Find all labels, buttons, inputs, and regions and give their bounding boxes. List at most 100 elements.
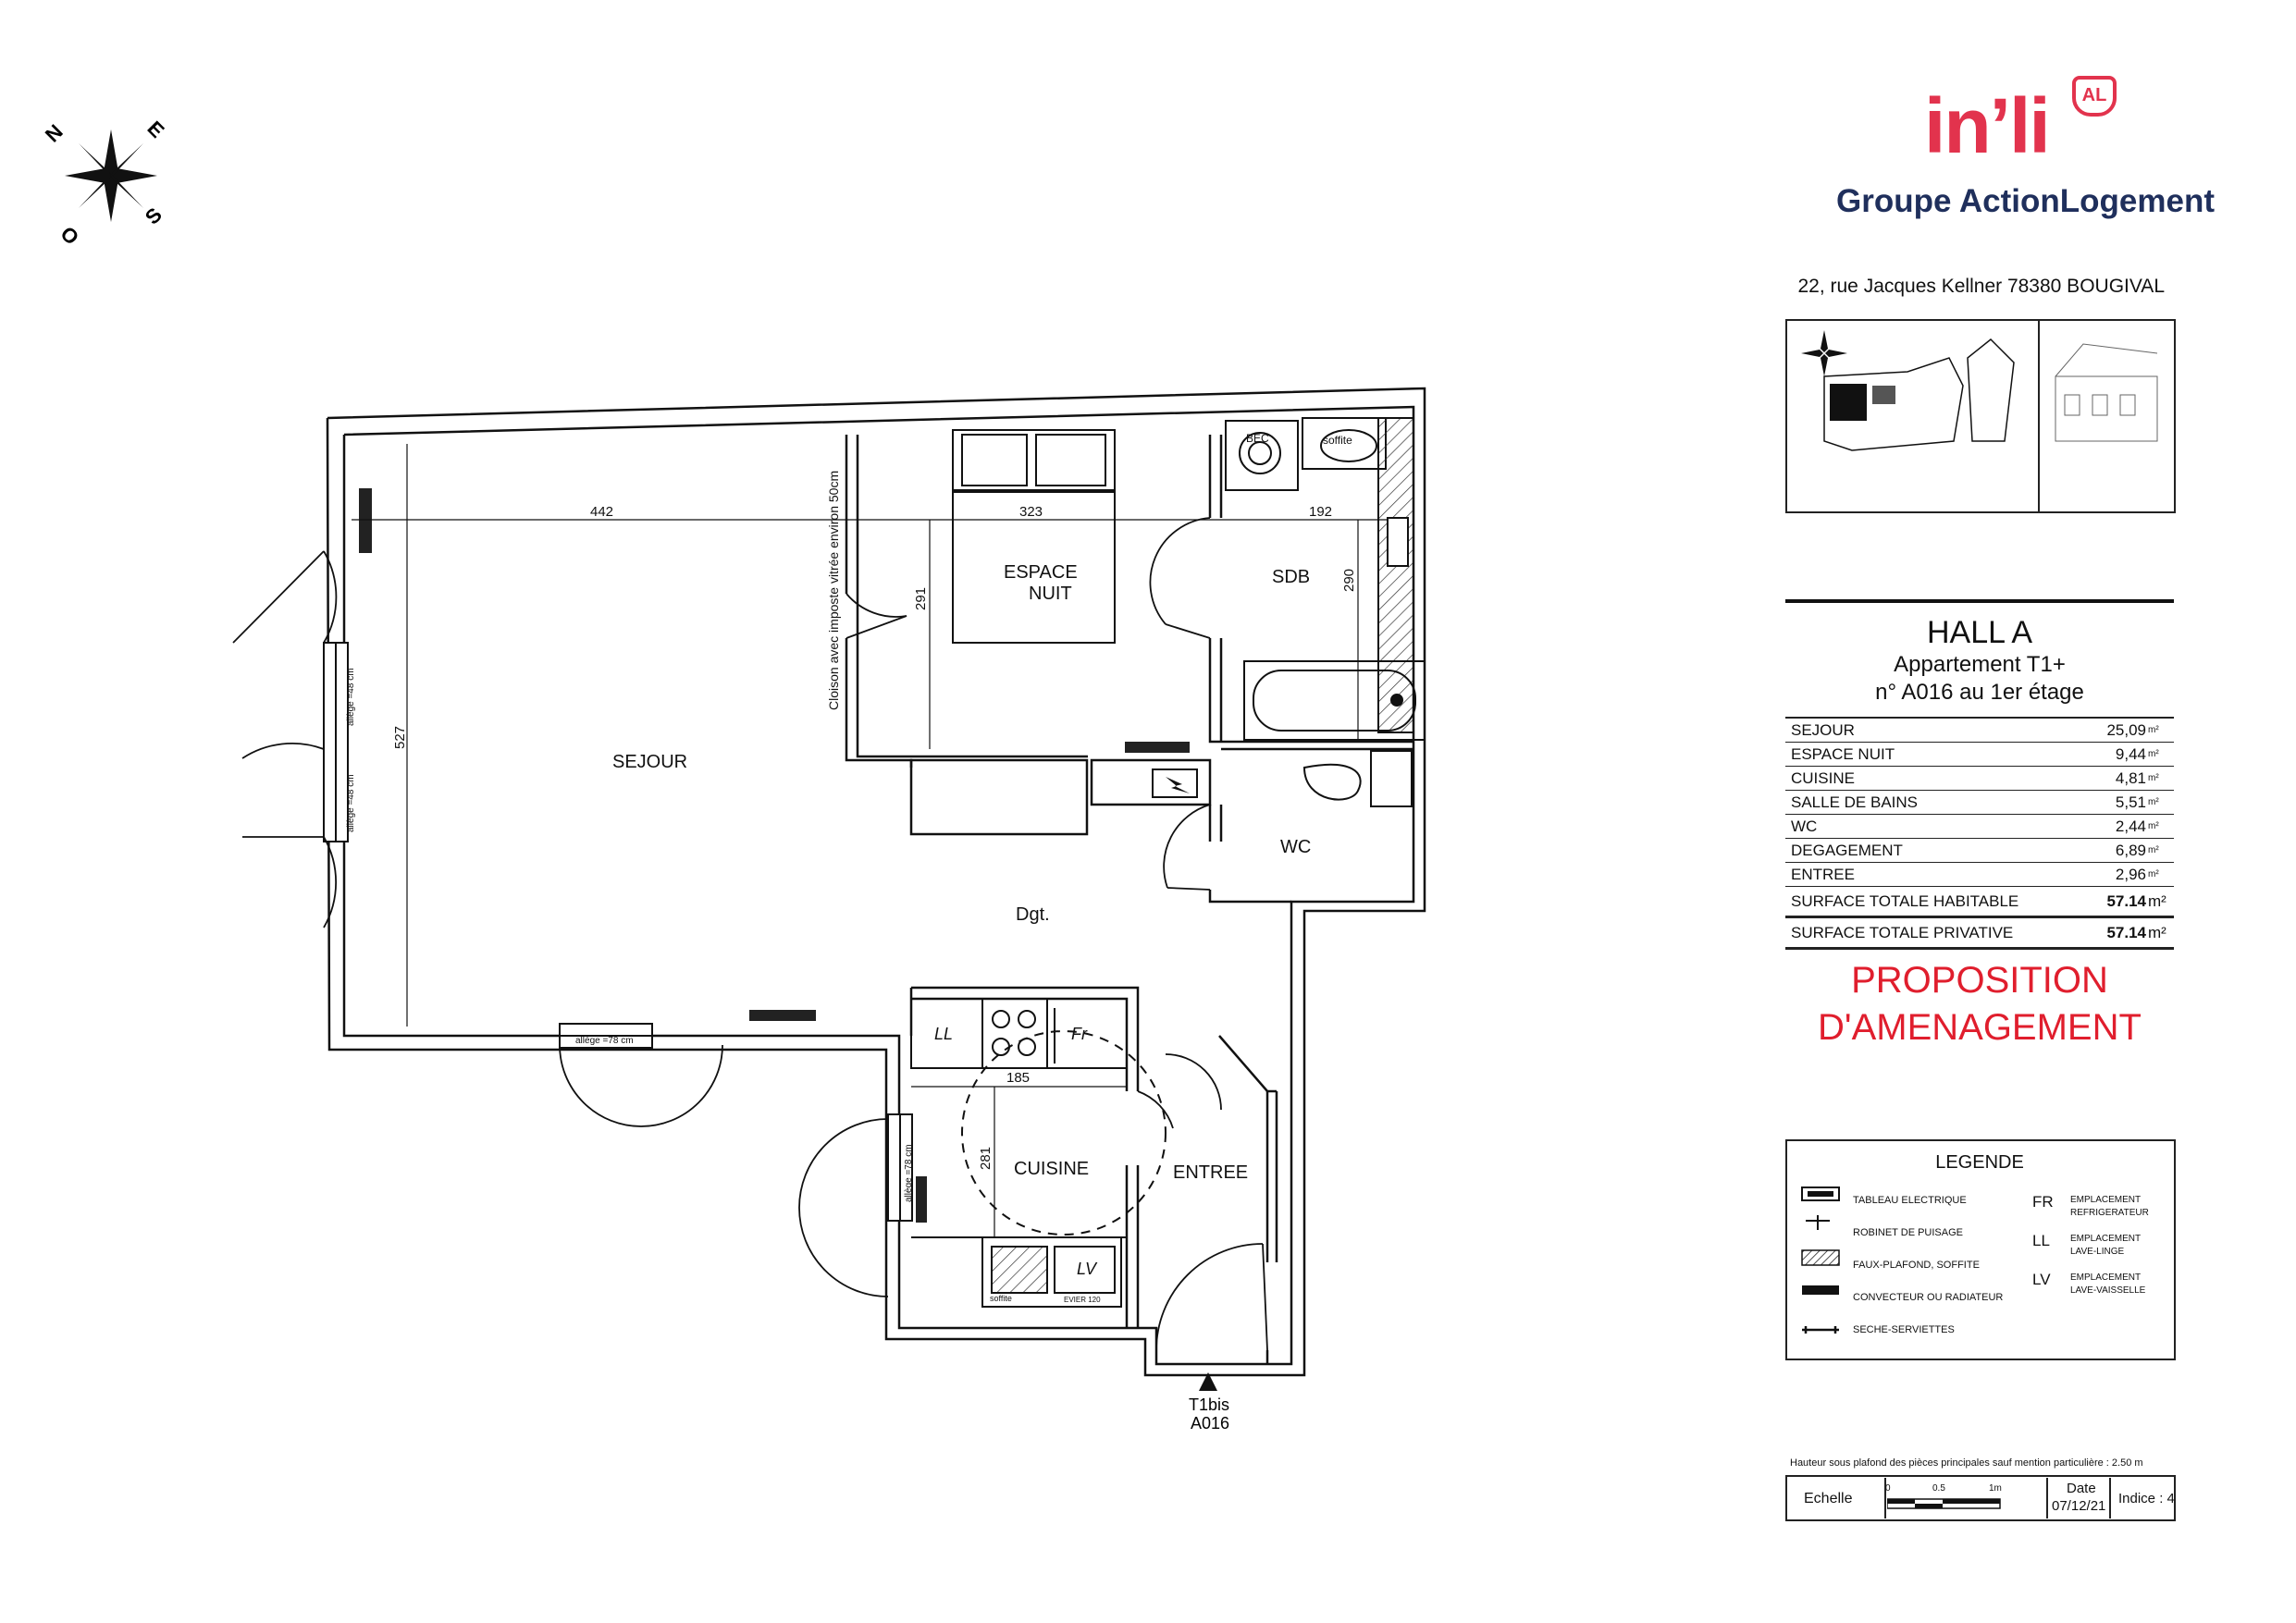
room-label-wc: WC bbox=[1280, 837, 1311, 857]
dimension-192: 192 bbox=[1309, 504, 1332, 520]
entry-code-line2: A016 bbox=[1191, 1414, 1229, 1432]
dimension-281: 281 bbox=[978, 1147, 994, 1170]
water-tap-icon bbox=[1806, 1215, 1830, 1230]
room-label-dgt: Dgt. bbox=[1016, 904, 1050, 925]
area-unit: m² bbox=[2148, 742, 2174, 767]
legend-code-line1: EMPLACEMENT bbox=[2070, 1234, 2142, 1244]
table-row: ESPACE NUIT 9,44 m² bbox=[1785, 742, 2174, 767]
proposal-heading: PROPOSITION D'AMENAGEMENT bbox=[1785, 957, 2174, 1051]
site-compass-icon bbox=[1801, 330, 1847, 376]
electrical-panel-icon bbox=[1801, 1187, 1840, 1201]
date-value: 07/12/21 bbox=[2052, 1498, 2106, 1514]
entry-marker: T1bis A016 bbox=[1189, 1372, 1229, 1432]
location-thumbnails bbox=[1785, 319, 2176, 513]
area-unit: m² bbox=[2148, 886, 2174, 917]
sink-label: EVIER 120 bbox=[1064, 1296, 1101, 1304]
brand-logo: in’li bbox=[1924, 81, 2051, 171]
room-name: SEJOUR bbox=[1785, 718, 2085, 743]
legend-code-line1: EMPLACEMENT bbox=[2070, 1273, 2142, 1283]
sill-note-3: allège =78 cm bbox=[575, 1036, 634, 1046]
entry-code-line1: T1bis bbox=[1189, 1396, 1229, 1414]
site-address: 22, rue Jacques Kellner 78380 BOUGIVAL bbox=[1797, 276, 2165, 297]
ceiling-height-note: Hauteur sous plafond des pièces principa… bbox=[1790, 1457, 2143, 1469]
brand-badge-label: AL bbox=[2081, 85, 2107, 105]
dimension-291: 291 bbox=[913, 587, 929, 610]
table-row: DEGAGEMENT 6,89 m² bbox=[1785, 838, 2174, 863]
soffite-label: soffite bbox=[1323, 434, 1352, 447]
room-label-espace-nuit-line1: ESPACE bbox=[1004, 562, 1078, 583]
legend-title: LEGENDE bbox=[1935, 1152, 2024, 1173]
radiator-icon bbox=[1802, 1285, 1839, 1295]
sill-note-2: allège =48 cm bbox=[346, 774, 356, 832]
site-plan-thumbnail bbox=[1801, 321, 2158, 511]
partition-note: Cloison avec imposte vitrée environ 50cm bbox=[826, 471, 841, 710]
total-row: SURFACE TOTALE PRIVATIVE 57.14 m² bbox=[1785, 916, 2174, 949]
scale-tick-0: 0 bbox=[1885, 1483, 1891, 1494]
room-label-sdb: SDB bbox=[1272, 567, 1310, 587]
towel-dryer-icon bbox=[1802, 1326, 1839, 1334]
room-label-entree: ENTREE bbox=[1173, 1162, 1248, 1183]
sill-note-1: allège =48 cm bbox=[346, 668, 356, 726]
room-area: 25,09 bbox=[2085, 718, 2148, 743]
room-area: 2,96 bbox=[2085, 862, 2148, 887]
legend-code: LV bbox=[2032, 1271, 2051, 1288]
dimension-527: 527 bbox=[392, 726, 408, 749]
compass-e-label: E bbox=[142, 117, 168, 142]
legend-code-line2: LAVE-LINGE bbox=[2070, 1247, 2125, 1257]
hall-title: HALL A bbox=[1926, 615, 2033, 650]
total-label: SURFACE TOTALE PRIVATIVE bbox=[1785, 916, 2085, 949]
dimension-442: 442 bbox=[590, 504, 613, 520]
room-area: 6,89 bbox=[2085, 838, 2148, 863]
legend-item-label: SECHE-SERVIETTES bbox=[1853, 1324, 1955, 1335]
bed-outline bbox=[952, 429, 1116, 644]
area-unit: m² bbox=[2148, 916, 2174, 949]
scale-tick-05: 0.5 bbox=[1932, 1483, 1945, 1494]
total-row: SURFACE TOTALE HABITABLE 57.14 m² bbox=[1785, 886, 2174, 917]
ll-label: LL bbox=[934, 1025, 953, 1043]
legend-icons bbox=[1801, 1187, 1840, 1334]
brand-group-name: Groupe ActionLogement bbox=[1836, 183, 2215, 219]
windows bbox=[323, 642, 913, 1222]
legend-code-line1: EMPLACEMENT bbox=[2070, 1195, 2142, 1205]
area-unit: m² bbox=[2148, 838, 2174, 863]
dimension-185: 185 bbox=[1006, 1070, 1030, 1086]
dimension-lines bbox=[352, 444, 1388, 1237]
table-row: SEJOUR 25,09 m² bbox=[1785, 718, 2174, 743]
bec-label: BEC bbox=[1246, 432, 1269, 445]
room-name: DEGAGEMENT bbox=[1785, 838, 2085, 863]
dimension-323: 323 bbox=[1019, 504, 1043, 520]
area-unit: m² bbox=[2148, 790, 2174, 815]
room-name: WC bbox=[1785, 814, 2085, 839]
room-label-espace-nuit-line2: NUIT bbox=[1029, 584, 1072, 604]
scale-label: Echelle bbox=[1804, 1491, 1853, 1506]
kitchen-fixtures bbox=[910, 998, 1167, 1308]
brand-badge-icon: AL bbox=[2072, 76, 2117, 117]
compass-o-label: O bbox=[56, 222, 83, 250]
surface-table: SEJOUR 25,09 m² ESPACE NUIT 9,44 m² CUIS… bbox=[1785, 717, 2174, 950]
area-unit: m² bbox=[2148, 766, 2174, 791]
exterior-walls bbox=[326, 387, 1426, 1377]
scale-divider bbox=[2046, 1478, 2048, 1518]
scale-divider bbox=[1884, 1478, 1886, 1518]
compass-n-label: N bbox=[41, 120, 68, 147]
compass-rose-icon: N E S O bbox=[41, 117, 169, 250]
legend-code: LL bbox=[2032, 1232, 2050, 1249]
room-name: SALLE DE BAINS bbox=[1785, 790, 2085, 815]
fr-label: Fr bbox=[1071, 1025, 1088, 1043]
room-name: ESPACE NUIT bbox=[1785, 742, 2085, 767]
table-row: SALLE DE BAINS 5,51 m² bbox=[1785, 790, 2174, 815]
total-label: SURFACE TOTALE HABITABLE bbox=[1785, 886, 2085, 917]
scale-box bbox=[1785, 1475, 2176, 1521]
date-label: Date bbox=[2067, 1481, 2096, 1496]
apartment-type: Appartement T1+ bbox=[1894, 652, 2066, 677]
dimension-290: 290 bbox=[1341, 569, 1357, 592]
proposal-line2: D'AMENAGEMENT bbox=[1818, 1007, 2142, 1048]
sill-note-4: allège =78 cm bbox=[904, 1144, 914, 1202]
radiators bbox=[359, 488, 1190, 1223]
interior-walls bbox=[845, 435, 1413, 1364]
brand-name: in’li bbox=[1924, 82, 2051, 169]
legend-item-label: FAUX-PLAFOND, SOFFITE bbox=[1853, 1260, 1980, 1271]
total-value: 57.14 bbox=[2085, 886, 2148, 917]
area-unit: m² bbox=[2148, 814, 2174, 839]
table-row: CUISINE 4,81 m² bbox=[1785, 766, 2174, 791]
